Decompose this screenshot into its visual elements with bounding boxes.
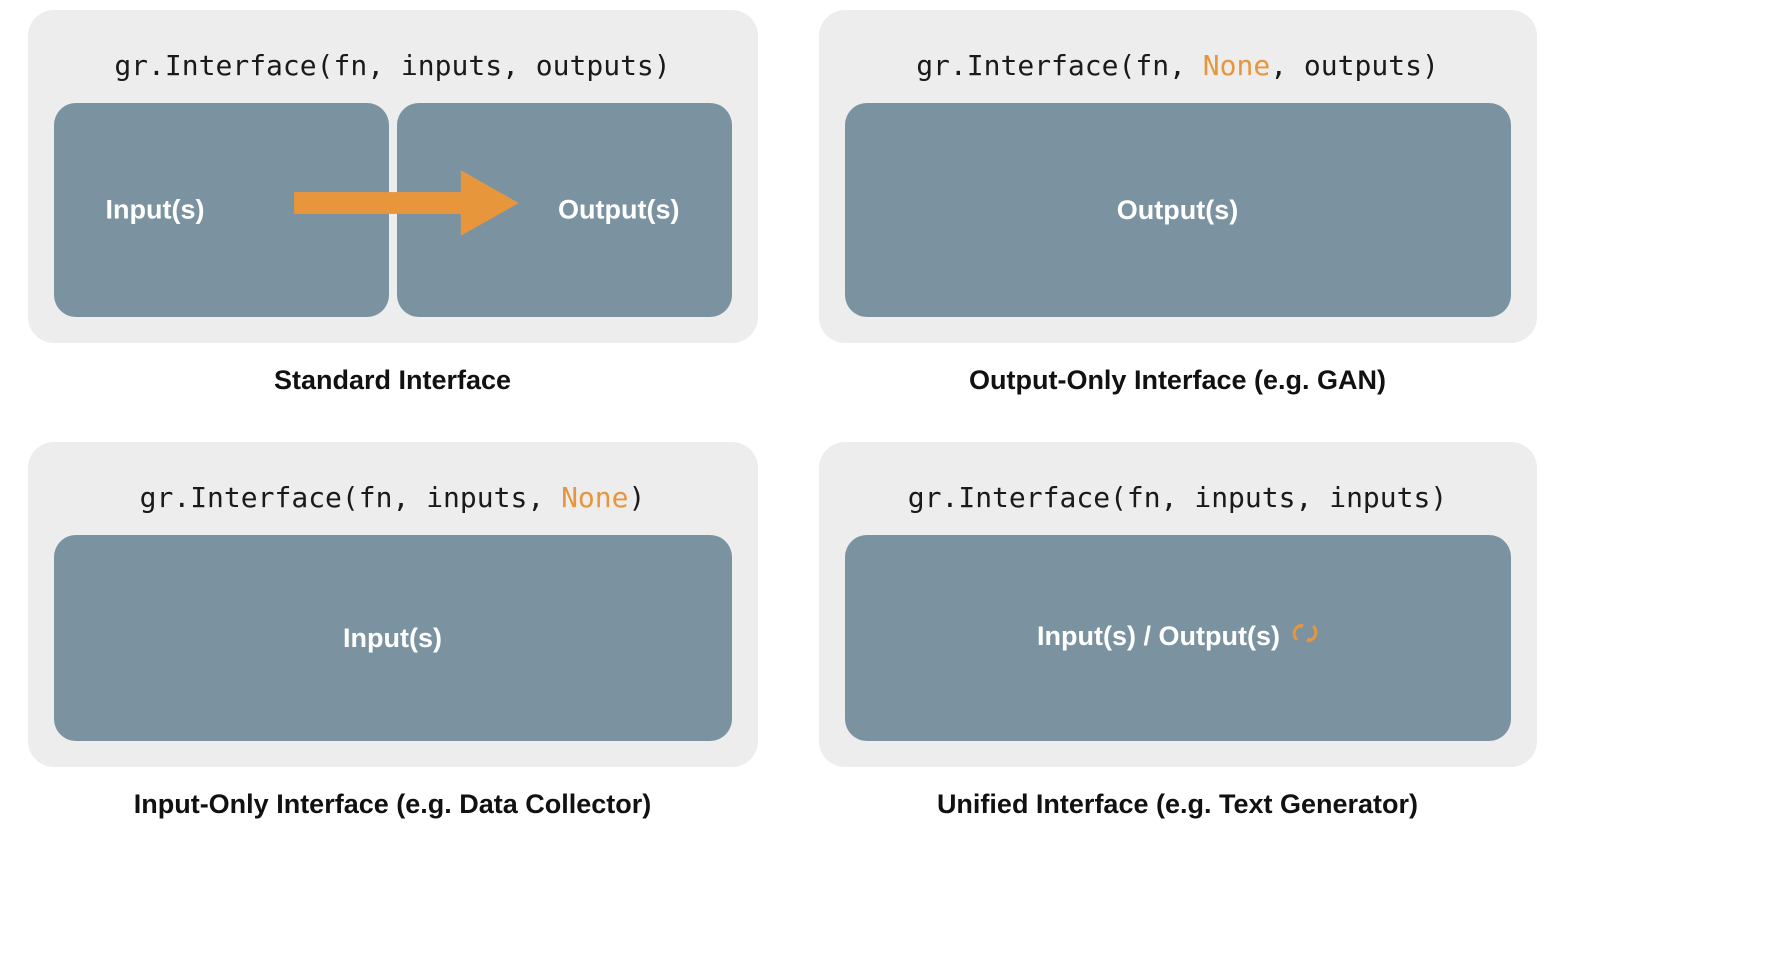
panel-caption: Input-Only Interface (e.g. Data Collecto… — [133, 789, 652, 819]
code-prefix: gr.Interface(fn, — [907, 481, 1195, 514]
panel-caption: Standard Interface — [273, 365, 512, 395]
panel-caption: Unified Interface (e.g. Text Generator) — [936, 789, 1419, 819]
code-separator: , — [1270, 49, 1304, 82]
unified-box-label: Input(s) / Output(s) — [1037, 621, 1280, 652]
input-box-label: Input(s) — [105, 194, 205, 225]
code-signature: gr.Interface(fn, inputs, None) — [140, 480, 646, 515]
code-arg-inputs: inputs — [1194, 481, 1296, 514]
code-arg-inputs: inputs — [426, 481, 528, 514]
output-component-box[interactable]: Output(s) — [844, 103, 1511, 317]
code-prefix: gr.Interface(fn, — [916, 49, 1203, 82]
input-box-label: Input(s) — [343, 622, 442, 653]
panel-caption: Output-Only Interface (e.g. GAN) — [968, 365, 1386, 395]
code-separator: , — [527, 481, 562, 514]
panel-input-only-interface: gr.Interface(fn, inputs, None) Input(s) … — [0, 442, 785, 820]
unified-box-label-wrapper: Input(s) / Output(s) — [1037, 621, 1318, 654]
panel-body: gr.Interface(fn, None, outputs) Output(s… — [818, 10, 1537, 343]
code-prefix: gr.Interface(fn, — [114, 49, 401, 82]
code-signature: gr.Interface(fn, None, outputs) — [916, 48, 1439, 83]
panel-body: gr.Interface(fn, inputs, outputs) Input(… — [27, 10, 758, 343]
code-arg-inputs: None — [1202, 49, 1271, 82]
component-box-row: Input(s) / Output(s) — [844, 535, 1511, 741]
unified-component-box[interactable]: Input(s) / Output(s) — [844, 535, 1511, 741]
loop-icon — [1292, 620, 1318, 653]
output-box-label: Output(s) — [558, 194, 680, 225]
input-component-box[interactable]: Input(s) — [53, 103, 389, 317]
code-suffix: ) — [1430, 481, 1448, 514]
input-component-box[interactable]: Input(s) — [53, 535, 732, 741]
panel-body: gr.Interface(fn, inputs, inputs) Input(s… — [818, 442, 1537, 767]
panel-output-only-interface: gr.Interface(fn, None, outputs) Output(s… — [790, 10, 1565, 396]
output-component-box[interactable]: Output(s) — [396, 103, 732, 317]
code-arg-outputs: inputs — [1329, 481, 1431, 514]
code-arg-outputs: None — [561, 481, 629, 514]
code-separator: , — [1295, 481, 1330, 514]
panel-standard-interface: gr.Interface(fn, inputs, outputs) Input(… — [0, 10, 785, 396]
code-signature: gr.Interface(fn, inputs, outputs) — [114, 48, 670, 83]
component-box-row: Input(s) — [53, 535, 732, 741]
code-signature: gr.Interface(fn, inputs, inputs) — [908, 480, 1447, 515]
component-box-row: Output(s) — [844, 103, 1511, 317]
panel-body: gr.Interface(fn, inputs, None) Input(s) — [27, 442, 758, 767]
panel-unified-interface: gr.Interface(fn, inputs, inputs) Input(s… — [790, 442, 1565, 820]
code-suffix: ) — [653, 49, 671, 82]
code-suffix: ) — [628, 481, 646, 514]
component-box-row: Input(s) Output(s) — [53, 103, 732, 317]
output-box-label: Output(s) — [1116, 194, 1239, 225]
code-prefix: gr.Interface(fn, — [139, 481, 427, 514]
code-suffix: ) — [1421, 49, 1439, 82]
code-arg-inputs: inputs — [400, 49, 503, 82]
code-arg-outputs: outputs — [535, 49, 654, 82]
code-arg-outputs: outputs — [1303, 49, 1422, 82]
code-separator: , — [502, 49, 536, 82]
